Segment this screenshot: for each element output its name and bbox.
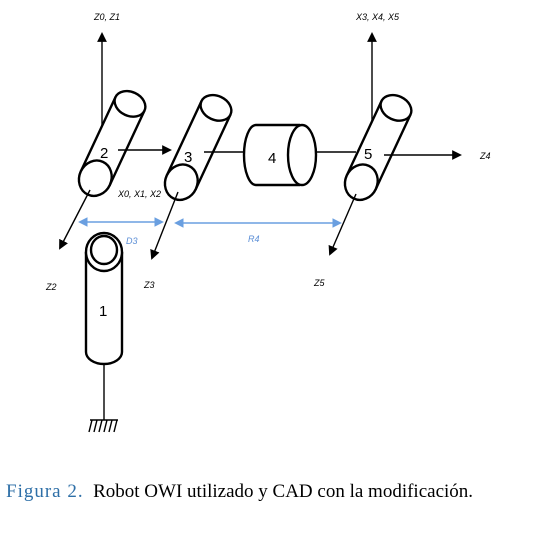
- r4-label: R4: [248, 234, 260, 244]
- joint-1-cylinder: [84, 231, 124, 366]
- figure-label: Figura 2.: [6, 481, 84, 502]
- joint-3-cylinder: [163, 93, 233, 202]
- joint-5-label: 5: [364, 146, 372, 163]
- joint-2-label: 2: [100, 145, 108, 162]
- joint-5-cylinder: [343, 93, 413, 202]
- robot-kinematic-diagram: 1 Z0, Z1 2 Z2 3 X0, X1, X2 Z3 4 X3, X4, …: [45, 12, 491, 433]
- z2-axis: [59, 189, 91, 250]
- ground-symbol: [88, 365, 118, 433]
- z4-label: Z4: [479, 151, 491, 161]
- z3-axis: [150, 191, 179, 260]
- z0-z1-label: Z0, Z1: [93, 12, 120, 22]
- joint-2-cylinder: [77, 89, 147, 198]
- x0-x1-x2-label: X0, X1, X2: [117, 189, 161, 199]
- z3-label: Z3: [143, 280, 155, 290]
- joint-4-label: 4: [268, 150, 276, 167]
- d3-label: D3: [126, 236, 138, 246]
- joint-3-label: 3: [184, 149, 192, 166]
- joint-1-label: 1: [99, 303, 107, 320]
- figure-caption: Figura 2. Robot OWI utilizado y CAD con …: [6, 478, 530, 506]
- joint-4-cylinder: [242, 123, 318, 187]
- x3-x4-x5-label: X3, X4, X5: [355, 12, 400, 22]
- z5-label: Z5: [313, 278, 325, 288]
- z5-axis: [328, 193, 357, 256]
- figure-caption-text: Robot OWI utilizado y CAD con la modific…: [93, 481, 474, 502]
- z2-label: Z2: [45, 282, 57, 292]
